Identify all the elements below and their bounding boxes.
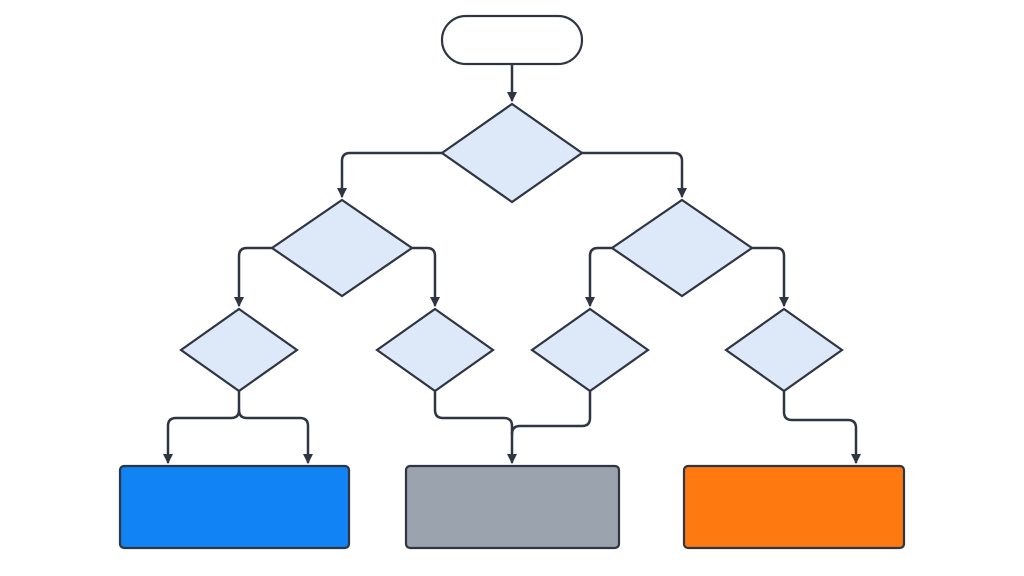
connectors	[163, 62, 861, 464]
connector-left-to-left-right	[410, 246, 440, 307]
outcome-orange-box	[682, 464, 906, 550]
decision-left-right	[375, 307, 495, 393]
decision-right	[610, 198, 754, 298]
connector-right-right-to-orange	[782, 390, 861, 464]
connector-root-to-left	[337, 151, 444, 198]
connector-left-left-to-blue-b	[237, 408, 313, 464]
connector-right-to-right-left	[585, 246, 614, 307]
outcome-gray-box	[404, 464, 621, 550]
start-terminator	[440, 14, 584, 66]
connector-left-left-to-blue-a	[163, 390, 241, 464]
nodes	[118, 14, 906, 550]
connector-right-left-to-gray	[510, 390, 592, 436]
decision-right-right	[724, 307, 844, 393]
connector-left-to-left-left	[234, 246, 274, 307]
connector-right-to-right-right	[750, 246, 789, 307]
decision-left-left	[179, 307, 299, 393]
outcome-blue-box	[118, 464, 351, 550]
decision-left	[270, 198, 414, 298]
decision-right-left	[530, 307, 650, 393]
decision-root	[440, 102, 584, 204]
connector-root-to-right	[580, 151, 687, 198]
connector-left-right-to-gray	[433, 390, 517, 464]
